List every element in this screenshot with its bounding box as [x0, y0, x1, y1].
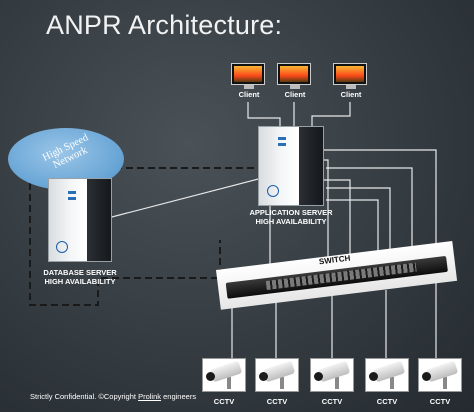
db-server-line1: DATABASE SERVER [43, 268, 117, 277]
link-client-1 [247, 102, 281, 128]
footer-copyright: Strictly Confidential. ©Copyright Prolin… [30, 392, 196, 401]
cctv-camera-icon [202, 358, 246, 392]
cctv-label: CCTV [213, 397, 235, 406]
client-label: Client [340, 90, 362, 99]
footer-prefix: Strictly Confidential. ©Copyright [30, 392, 136, 401]
app-server-label: APPLICATION SERVER HIGH AVAILABILITY [236, 208, 346, 226]
cctv-camera-icon [255, 358, 299, 392]
cctv-2: CCTV [255, 358, 299, 406]
cctv-3: CCTV [310, 358, 354, 406]
client-1: Client [231, 63, 267, 99]
cctv-1: CCTV [202, 358, 246, 406]
cctv-5: CCTV [418, 358, 462, 406]
slide-title: ANPR Architecture: [46, 10, 283, 40]
client-label: Client [238, 90, 260, 99]
cctv-4: CCTV [365, 358, 409, 406]
app-server-line2: HIGH AVAILABILITY [255, 217, 327, 226]
app-server-tower-icon [258, 126, 324, 206]
monitor-icon [277, 63, 311, 85]
monitor-icon [231, 63, 265, 85]
cctv-camera-icon [365, 358, 409, 392]
cctv-label: CCTV [429, 397, 451, 406]
cctv-label: CCTV [376, 397, 398, 406]
client-2: Client [277, 63, 313, 99]
link-client-3 [311, 102, 351, 128]
client-label: Client [284, 90, 306, 99]
trunk-6 [300, 149, 437, 358]
db-server-tower-icon [48, 178, 112, 262]
trunk-4 [326, 187, 391, 264]
footer-brand-link[interactable]: Prolink [138, 392, 162, 401]
db-server-label: DATABASE SERVER HIGH AVAILABILITY [30, 268, 130, 286]
db-server-line2: HIGH AVAILABILITY [44, 277, 116, 286]
app-server-line1: APPLICATION SERVER [249, 208, 333, 217]
cctv-camera-icon [418, 358, 462, 392]
client-3: Client [333, 63, 369, 99]
monitor-icon [333, 63, 367, 85]
trunk-3 [326, 167, 413, 262]
link-db-app [107, 177, 263, 219]
cctv-label: CCTV [321, 397, 343, 406]
trunk-5 [326, 199, 379, 266]
cctv-camera-icon [310, 358, 354, 392]
cctv-label: CCTV [266, 397, 288, 406]
footer-suffix: engineers [163, 392, 197, 401]
